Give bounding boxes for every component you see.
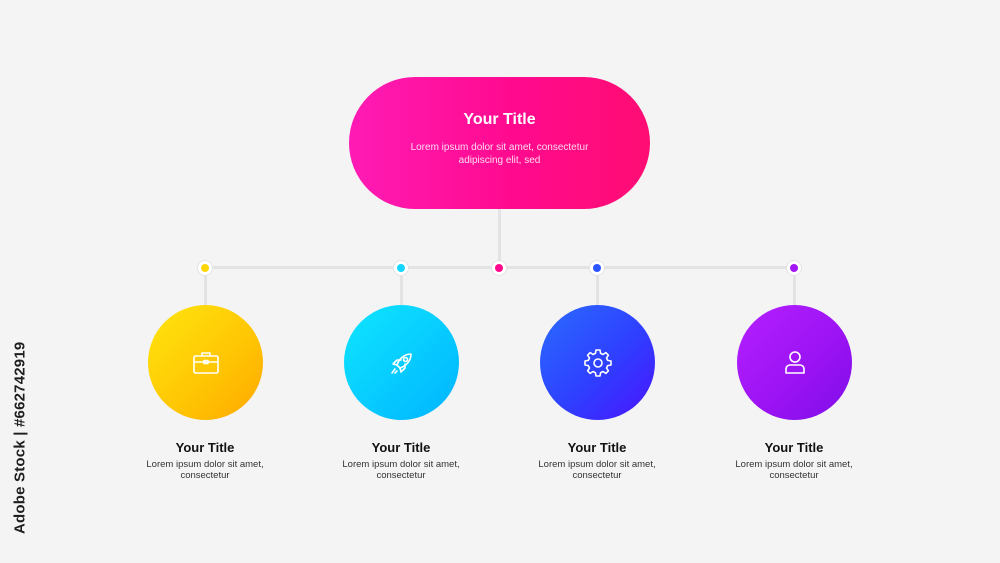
main-description: Lorem ipsum dolor sit amet, consectetur …: [410, 142, 589, 166]
item-1-title: Your Title: [175, 440, 235, 455]
item-4-node-dot: [787, 261, 801, 275]
item-3-description: Lorem ipsum dolor sit amet, consectetur: [538, 459, 656, 481]
item-4-title: Your Title: [764, 440, 824, 455]
item-3-connector-line: [596, 268, 599, 308]
item-2-title: Your Title: [371, 440, 431, 455]
main-connector-line: [498, 206, 501, 268]
item-1-node-dot: [198, 261, 212, 275]
item-3-node-dot: [590, 261, 604, 275]
item-1-circle: [148, 305, 263, 420]
user-icon: [784, 350, 805, 374]
item-4-description: Lorem ipsum dolor sit amet, consectetur: [735, 459, 853, 481]
item-3-title: Your Title: [567, 440, 627, 455]
item-4-connector-line: [793, 268, 796, 308]
item-1-description: Lorem ipsum dolor sit amet, consectetur: [146, 459, 264, 481]
item-2-circle: [344, 305, 459, 420]
stock-watermark-text: Adobe Stock | #662742919: [11, 341, 29, 534]
item-4-circle: [737, 305, 852, 420]
center-node-dot: [492, 261, 506, 275]
item-3-circle: [540, 305, 655, 420]
gear-icon: [583, 348, 612, 377]
item-2-connector-line: [400, 268, 403, 308]
item-1-connector-line: [204, 268, 207, 308]
main-title: Your Title: [463, 111, 536, 128]
main-title-pill: Your Title Lorem ipsum dolor sit amet, c…: [349, 77, 650, 209]
item-2-node-dot: [394, 261, 408, 275]
item-2-description: Lorem ipsum dolor sit amet, consectetur: [342, 459, 460, 481]
rocket-icon: [390, 352, 412, 374]
briefcase-icon: [192, 351, 219, 374]
